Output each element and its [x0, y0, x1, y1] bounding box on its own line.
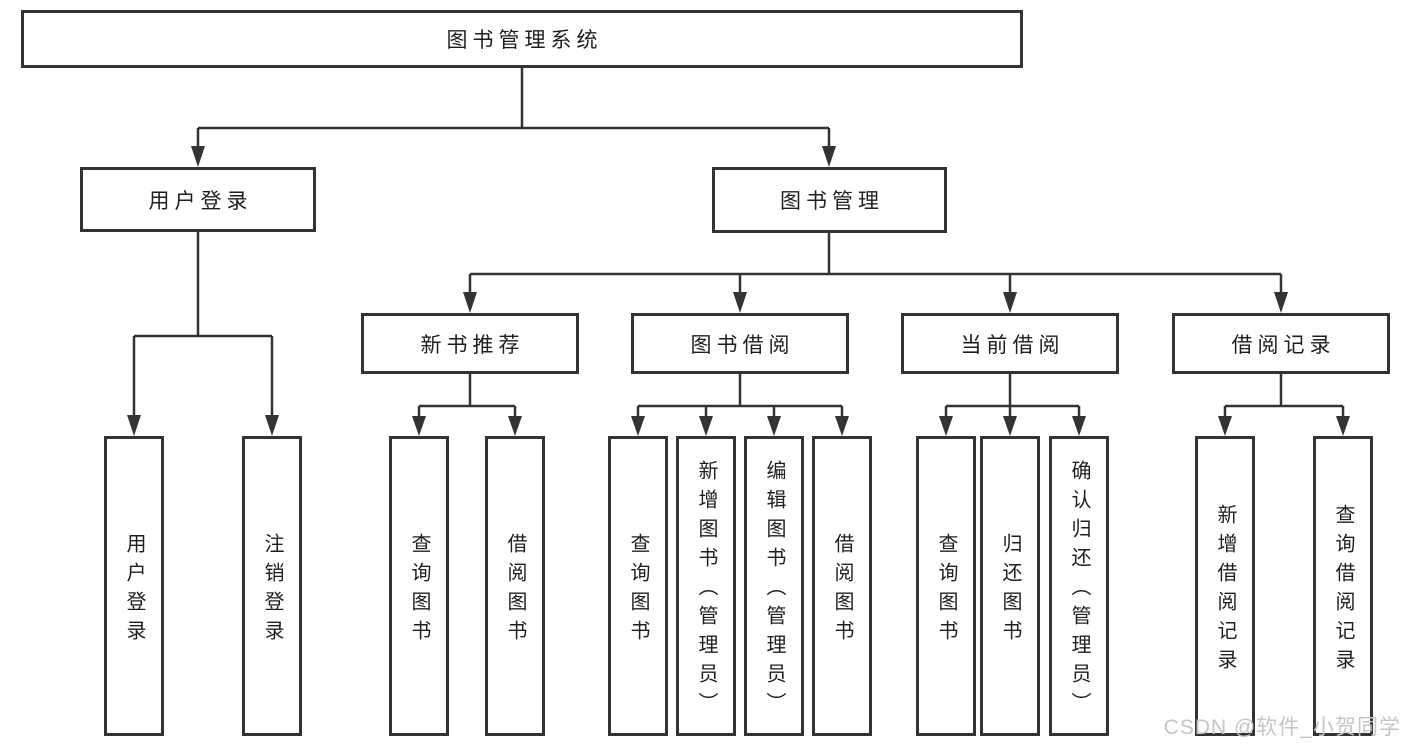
connector-borrow-records-leaves — [1218, 374, 1350, 436]
leaf-query-books-borrow: 查询图书 — [608, 436, 668, 736]
arrowhead-down-icon — [508, 416, 522, 436]
arrowhead-down-icon — [822, 146, 836, 167]
arrowhead-down-icon — [191, 146, 205, 167]
node-label: 确认归还（管理员） — [1068, 460, 1090, 721]
node-new-book-recommend: 新书推荐 — [361, 313, 579, 374]
arrowhead-down-icon — [1218, 416, 1232, 436]
node-label: 查询图书 — [408, 532, 430, 649]
watermark: CSDN @软件_小贺同学 — [1163, 716, 1401, 739]
arrowhead-down-icon — [463, 292, 477, 313]
node-label: 编辑图书（管理员） — [763, 460, 785, 721]
node-borrow-records: 借阅记录 — [1172, 313, 1390, 374]
arrowhead-down-icon — [733, 292, 747, 313]
leaf-logout: 注销登录 — [242, 436, 302, 736]
arrowhead-down-icon — [1003, 292, 1017, 313]
node-label: 归还图书 — [999, 532, 1021, 649]
arrowhead-down-icon — [767, 416, 781, 436]
arrowhead-down-icon — [412, 416, 426, 436]
arrowhead-down-icon — [127, 415, 141, 436]
arrowhead-down-icon — [631, 416, 645, 436]
leaf-borrow-books-recommend: 借阅图书 — [485, 436, 545, 736]
connector-new-book-leaves — [412, 374, 522, 436]
arrowhead-down-icon — [265, 415, 279, 436]
node-label: 用户登录 — [123, 532, 145, 649]
leaf-query-books-current: 查询图书 — [916, 436, 976, 736]
connector-book-management-to-level3 — [463, 233, 1288, 313]
node-label: 借阅记录 — [1231, 333, 1336, 357]
leaf-user-login: 用户登录 — [104, 436, 164, 736]
connector-user-login-branch — [127, 232, 279, 436]
node-user-login: 用户登录 — [80, 167, 316, 232]
node-book-borrow: 图书借阅 — [631, 313, 849, 374]
connector-book-borrow-leaves — [631, 374, 849, 436]
node-label: 查询借阅记录 — [1332, 503, 1354, 678]
node-label: 当前借阅 — [960, 333, 1065, 357]
leaf-add-book-admin: 新增图书（管理员） — [676, 436, 736, 736]
node-label: 查询图书 — [627, 532, 649, 649]
node-label: 借阅图书 — [504, 532, 526, 649]
leaf-return-book: 归还图书 — [980, 436, 1040, 736]
node-label: 图书借阅 — [690, 333, 795, 357]
node-label: 图书管理 — [780, 190, 884, 213]
node-current-borrow: 当前借阅 — [901, 313, 1119, 374]
arrowhead-down-icon — [939, 416, 953, 436]
arrowhead-down-icon — [835, 416, 849, 436]
node-label: 借阅图书 — [831, 532, 853, 649]
node-label: 图书管理系统 — [446, 29, 603, 52]
node-label: 注销登录 — [261, 532, 283, 649]
arrowhead-down-icon — [1336, 416, 1350, 436]
leaf-borrow-books: 借阅图书 — [812, 436, 872, 736]
node-label: 新书推荐 — [420, 333, 525, 357]
leaf-query-books-recommend: 查询图书 — [389, 436, 449, 736]
node-book-management: 图书管理 — [712, 167, 947, 233]
node-root-system: 图书管理系统 — [21, 10, 1023, 68]
node-label: 新增借阅记录 — [1214, 503, 1236, 678]
node-label: 用户登录 — [148, 189, 253, 213]
arrowhead-down-icon — [1274, 292, 1288, 313]
arrowhead-down-icon — [699, 416, 713, 436]
node-label: 新增图书（管理员） — [695, 460, 717, 721]
connector-current-borrow-leaves — [939, 374, 1086, 436]
leaf-confirm-return-admin: 确认归还（管理员） — [1049, 436, 1109, 736]
arrowhead-down-icon — [1072, 416, 1086, 436]
connector-root-to-level2 — [191, 68, 836, 167]
leaf-add-borrow-record: 新增借阅记录 — [1195, 436, 1255, 736]
leaf-edit-book-admin: 编辑图书（管理员） — [744, 436, 804, 736]
node-label: 查询图书 — [935, 532, 957, 649]
leaf-query-borrow-record: 查询借阅记录 — [1313, 436, 1373, 736]
arrowhead-down-icon — [1003, 416, 1017, 436]
